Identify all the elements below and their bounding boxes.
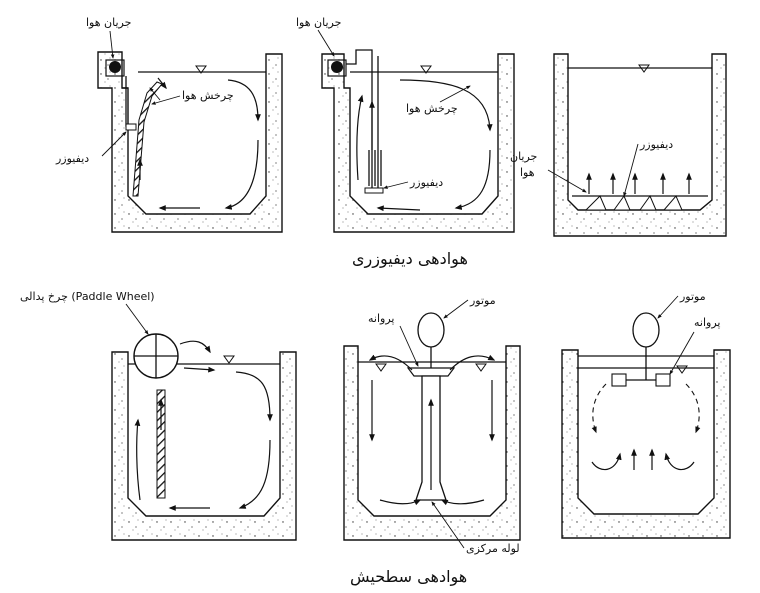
label-motor: موتور [679, 290, 706, 303]
panel-turbine-tube: موتور پروانه لوله مرکزی [343, 294, 521, 555]
label-propeller: پروانه [694, 316, 720, 329]
rising-bubble-column [132, 81, 163, 197]
propeller-icon [611, 373, 627, 387]
panel-diffuser-drop: جریان هوا چرخش هوا دیفیوزر [296, 16, 515, 233]
panel-diffuser-floor: دیفیوزر جریان هوا [510, 53, 727, 237]
panel-diffuser-side: جریان هوا چرخش هوا دیفیوزر [55, 16, 283, 233]
motor-icon [417, 312, 445, 348]
label-air-flow: جریان هوا [86, 16, 131, 29]
tank-wall [111, 351, 297, 541]
label-motor: موتور [469, 294, 496, 307]
motor-icon [632, 312, 660, 348]
tank-wall [553, 53, 727, 237]
caption-diffused-aeration: هوادهی دیفیوزری [352, 249, 468, 269]
propeller-icon [406, 367, 456, 377]
label-air-flow-1: جریان [510, 150, 537, 163]
water-level-icon [638, 64, 650, 73]
diffuser-icon [125, 123, 137, 131]
tank-wall [561, 349, 731, 539]
tank-wall [343, 345, 521, 541]
water-level-icon [420, 65, 432, 74]
blower-icon [331, 61, 343, 73]
diffuser-domes [584, 194, 683, 211]
water-level-icon [375, 363, 387, 372]
blower-icon [109, 61, 121, 73]
label-air-swirl: چرخش هوا [182, 89, 234, 102]
panel-paddle-wheel: چرخ پدالی (Paddle Wheel) [20, 290, 297, 541]
label-diffuser: دیفیوزر [409, 176, 443, 189]
water-level-icon [676, 365, 688, 374]
label-air-flow-2: هوا [520, 166, 535, 179]
tank-wall [321, 53, 515, 233]
label-propeller: پروانه [368, 312, 394, 325]
water-level-icon [195, 65, 207, 74]
label-central-tube: لوله مرکزی [466, 542, 520, 555]
label-diffuser: دیفیوزر [639, 138, 673, 151]
diffuser-icon [364, 187, 384, 194]
label-paddle-wheel: چرخ پدالی (Paddle Wheel) [20, 290, 155, 303]
label-air-flow: جریان هوا [296, 16, 341, 29]
water-level-icon [223, 355, 235, 364]
panel-surface-turbine: موتور پروانه [561, 290, 731, 539]
caption-surface-aeration: هوادهی سطحیش [350, 567, 467, 587]
baffle [156, 389, 166, 499]
label-diffuser: دیفیوزر [55, 152, 89, 165]
label-air-swirl: چرخش هوا [406, 102, 458, 115]
